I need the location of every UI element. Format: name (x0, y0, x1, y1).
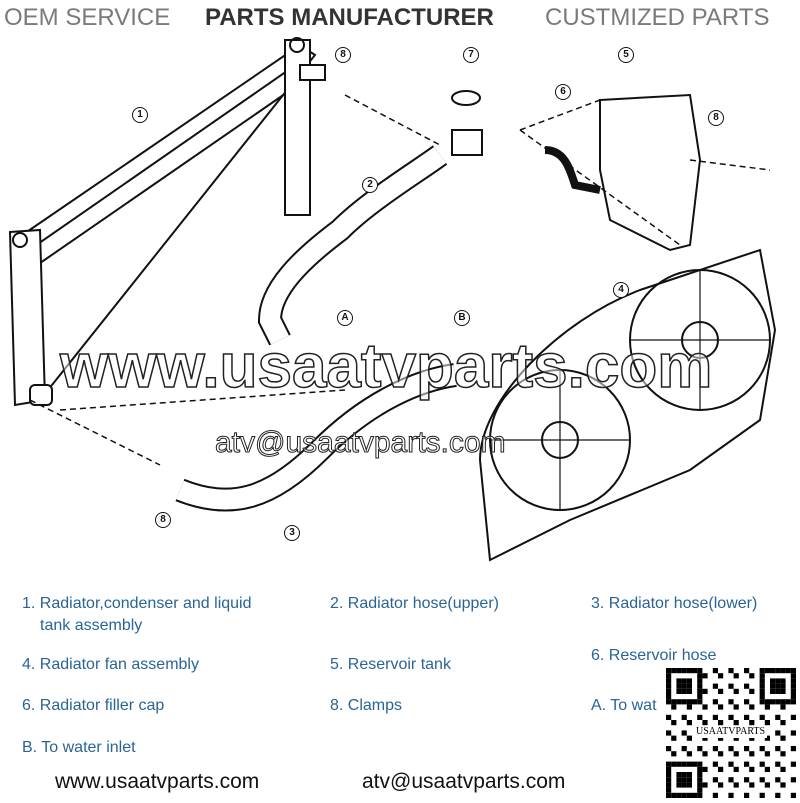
header-oem-service: OEM SERVICE (4, 4, 171, 31)
reservoir-tank (544, 93, 702, 252)
callout-2: 2 (362, 177, 378, 193)
callout-8-right: 8 (708, 110, 724, 126)
header-parts-manufacturer: PARTS MANUFACTURER (205, 4, 494, 31)
qr-code[interactable]: USAATVPARTS (666, 668, 796, 798)
legend-item-4: 4. Radiator fan assembly (22, 656, 199, 673)
filler-neck-and-cap (451, 90, 483, 156)
legend-item-8: 8. Clamps (330, 697, 403, 714)
header-customized-parts: CUSTMIZED PARTS (545, 4, 770, 31)
lower-hose (175, 363, 457, 512)
callout-a: A (337, 310, 353, 326)
callout-4: 4 (613, 282, 629, 298)
callout-6: 6 (555, 84, 571, 100)
radiator-exploded-diagram (8, 37, 777, 562)
callout-8-bottom: 8 (155, 512, 171, 528)
callout-8-top: 8 (335, 47, 351, 63)
legend-item-1-cont: tank assembly (40, 617, 143, 634)
upper-hose (257, 145, 448, 346)
watermark-email: atv@usaatvparts.com (215, 426, 507, 459)
legend-item-6: 6. Reservoir hose (591, 647, 717, 664)
watermark-url: www.usaatvparts.com (59, 332, 713, 401)
callout-3: 3 (284, 525, 300, 541)
legend-item-a: A. To wat (591, 697, 657, 714)
callout-1: 1 (132, 107, 148, 123)
legend-item-3: 3. Radiator hose(lower) (591, 595, 758, 612)
legend-item-b: B. To water inlet (22, 739, 136, 756)
legend-item-1: 1. Radiator,condenser and liquid (22, 595, 252, 612)
legend-item-7: 6. Radiator filler cap (22, 697, 165, 714)
fan-assembly (478, 248, 777, 562)
leader-lines (29, 94, 771, 466)
callout-b: B (454, 310, 470, 326)
callout-7: 7 (463, 47, 479, 63)
legend-item-2: 2. Radiator hose(upper) (330, 595, 499, 612)
callout-5: 5 (618, 47, 634, 63)
footer-website[interactable]: www.usaatvparts.com (55, 770, 260, 793)
header-banner: OEM SERVICE PARTS MANUFACTURER CUSTMIZED… (0, 4, 800, 34)
qr-label: USAATVPARTS (694, 726, 768, 738)
legend-item-5: 5. Reservoir tank (330, 656, 451, 673)
footer-email[interactable]: atv@usaatvparts.com (362, 770, 566, 793)
radiator-assembly (8, 37, 326, 407)
